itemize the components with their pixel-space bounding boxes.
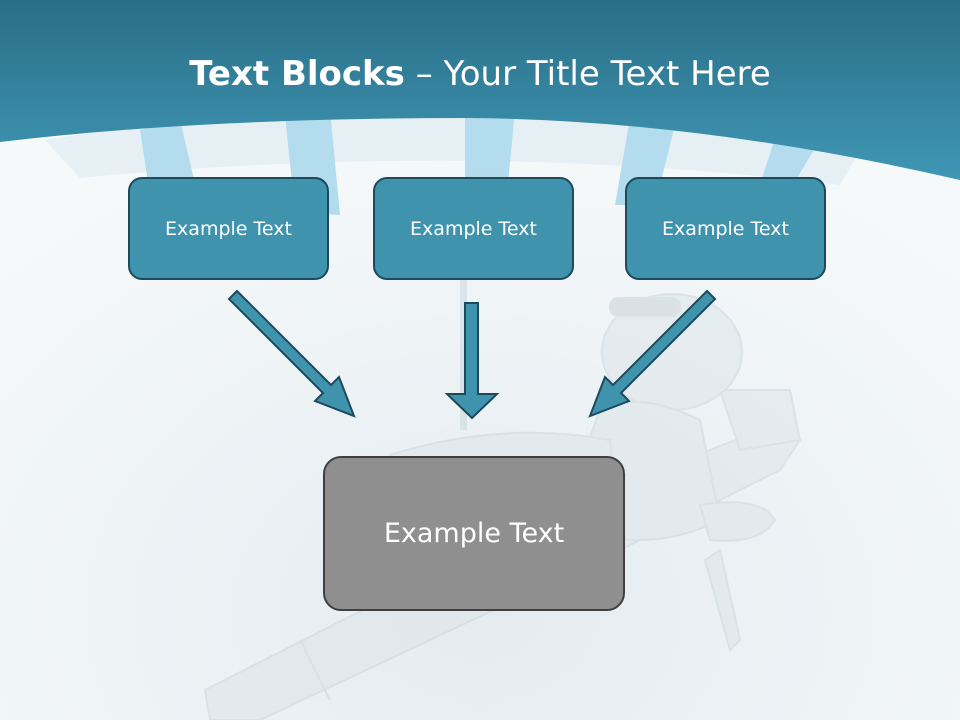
arrow-center bbox=[444, 302, 500, 420]
header-band bbox=[0, 0, 960, 180]
center-block-label: Example Text bbox=[383, 518, 565, 549]
center-block[interactable]: Example Text bbox=[323, 456, 625, 611]
arrow-left bbox=[227, 289, 356, 418]
text-block-1[interactable]: Example Text bbox=[128, 177, 329, 280]
title-rest: – Your Title Text Here bbox=[404, 54, 771, 94]
text-block-2-label: Example Text bbox=[410, 217, 537, 240]
text-block-2[interactable]: Example Text bbox=[373, 177, 574, 280]
title-bold: Text Blocks bbox=[189, 54, 405, 94]
text-block-1-label: Example Text bbox=[165, 217, 292, 240]
text-block-3[interactable]: Example Text bbox=[625, 177, 826, 280]
slide-title: Text Blocks – Your Title Text Here bbox=[0, 52, 960, 96]
arrow-right bbox=[588, 289, 717, 418]
text-block-3-label: Example Text bbox=[662, 217, 789, 240]
